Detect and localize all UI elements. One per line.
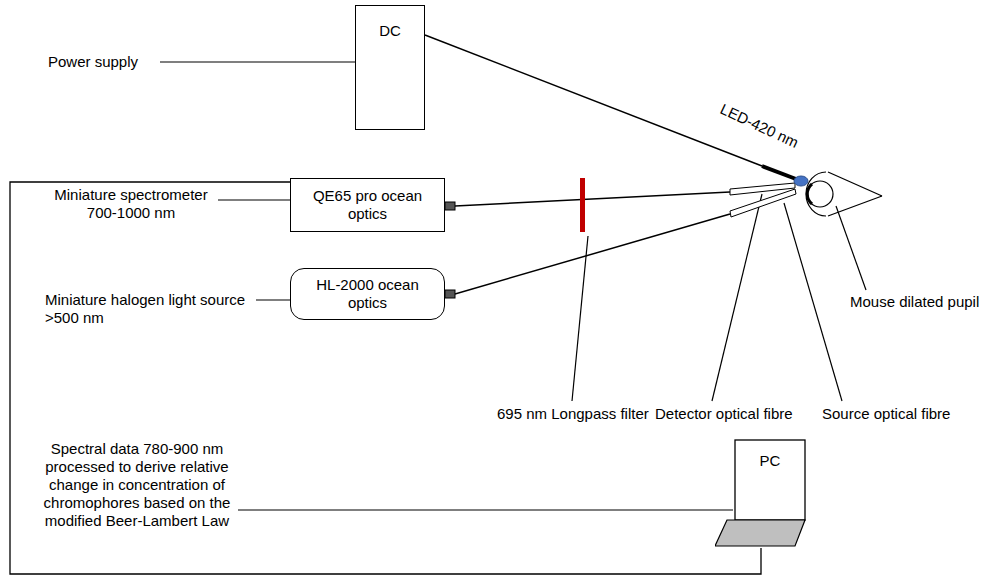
source-cable [455,214,730,294]
leader-line [784,203,842,401]
process-note: Spectral data 780-900 nm processed to de… [38,440,236,530]
box-text: HL-2000 ocean optics [313,276,423,312]
laptop-base [715,520,805,546]
data-cable [10,182,761,574]
instrument-label: Miniature halogen light source >500 nm [45,291,257,327]
leader-line [712,194,762,401]
source-fibre [730,189,796,217]
instrument-label: Miniature spectrometer 700-1000 nm [45,186,217,222]
detector-cable [455,192,730,206]
component-label: Source optical fibre [822,405,982,423]
fibre-port [445,290,455,298]
led-lead [762,166,796,179]
leader-line [160,61,355,62]
component-label: LED-420 nm [717,100,824,163]
component-label: Detector optical fibre [655,405,815,423]
laptop-screen [735,440,805,520]
box-text: PC [735,452,805,470]
instrument-label: Power supply [48,53,163,71]
leader-line [238,509,733,510]
mouse-eye [806,172,882,216]
component-label: 695 nm Longpass filter [497,405,657,423]
box-text: QE65 pro ocean optics [313,187,423,223]
spectrometer-box: QE65 pro ocean optics [290,178,445,232]
power-supply-box: DC [355,5,425,130]
power-wire [425,35,762,166]
fibre-port [445,202,455,210]
light-source-box: HL-2000 ocean optics [290,268,445,320]
box-text: DC [379,22,401,40]
leader-line [218,199,290,200]
computer-laptop: PC [715,438,807,548]
leader-line [836,206,866,290]
leader-line [572,236,588,401]
longpass-filter [580,178,585,232]
component-label: Mouse dilated pupil [850,293,986,311]
leader-line [256,299,290,300]
led-symbol [794,176,808,186]
